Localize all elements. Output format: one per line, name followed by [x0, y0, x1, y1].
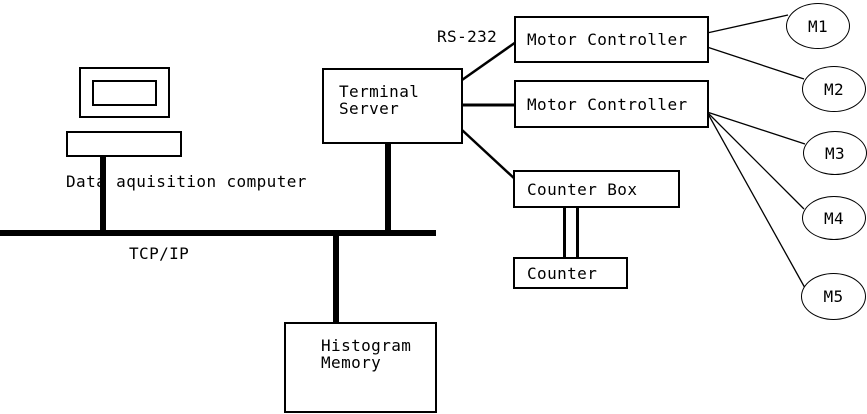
motor-node-m3: M3 [803, 131, 867, 175]
motor-node-m5: M5 [801, 273, 866, 320]
wire-terminal-server-to-motor-controller-1 [461, 40, 517, 82]
node-motor-controller-2: Motor Controller [514, 80, 709, 128]
node-terminal-server: Terminal Server [322, 68, 463, 144]
motor-node-m1: M1 [786, 3, 850, 49]
wire-computer-to-bus [100, 156, 106, 232]
wire-motor-controller-2-to-m4 [706, 111, 805, 210]
computer-label: Data aquisition computer [66, 172, 307, 191]
wire-terminal-server-to-bus [385, 142, 391, 231]
wire-motor-controller-1-to-m2 [706, 46, 805, 80]
computer-keyboard-icon [66, 131, 182, 157]
node-motor-controller-1: Motor Controller [514, 16, 709, 63]
wire-motor-controller-2-to-m5 [706, 111, 806, 289]
wire-terminal-server-to-counter-box [461, 129, 517, 181]
node-counter: Counter [513, 257, 628, 289]
tcpip-label: TCP/IP [129, 244, 190, 263]
node-histogram-memory: Histogram Memory [284, 322, 437, 413]
computer-screen-icon [92, 80, 157, 106]
motor-node-m4: M4 [802, 196, 866, 240]
wire-bus-to-histogram-memory [333, 235, 339, 323]
wire-counter-box-to-counter-left [563, 207, 566, 258]
motor-node-m2: M2 [802, 66, 866, 112]
wire-counter-box-to-counter-right [576, 207, 579, 258]
wire-motor-controller-2-to-m3 [706, 111, 806, 145]
rs232-label: RS-232 [437, 27, 498, 46]
tcpip-bus-line [0, 230, 436, 236]
wire-motor-controller-1-to-m1 [706, 14, 789, 34]
node-counter-box: Counter Box [513, 170, 680, 208]
